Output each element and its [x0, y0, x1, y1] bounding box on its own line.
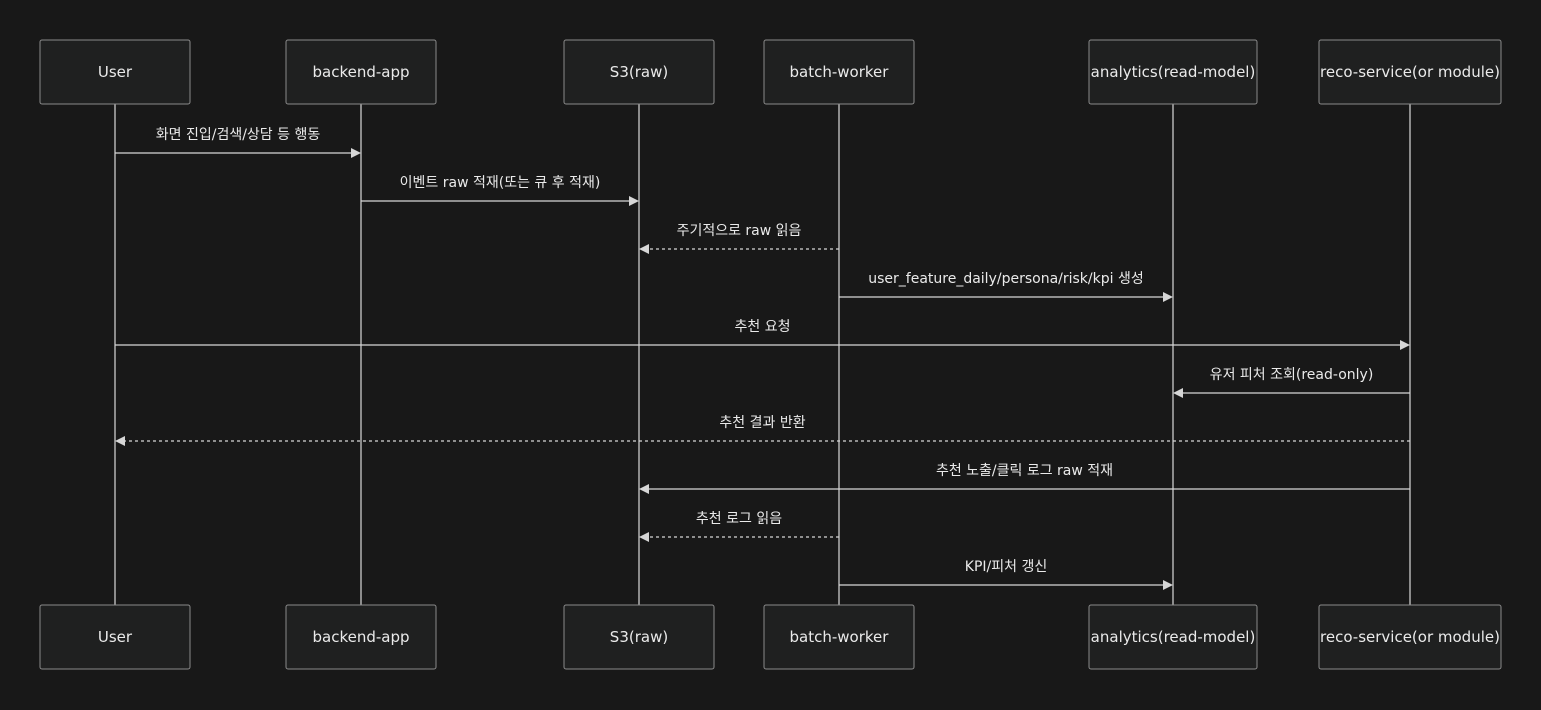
- message-4: user_feature_daily/persona/risk/kpi 생성: [839, 271, 1173, 302]
- participant-analytics-top: analytics(read-model): [1088, 39, 1258, 105]
- participant-label: S3(raw): [610, 628, 668, 646]
- message-2: 이벤트 raw 적재(또는 큐 후 적재): [361, 175, 639, 206]
- participant-backend-bottom: backend-app: [285, 604, 437, 670]
- participant-batch-top: batch-worker: [763, 39, 915, 105]
- message-1: 화면 진입/검색/상담 등 행동: [115, 127, 361, 158]
- arrowhead-icon: [629, 196, 639, 206]
- arrowhead-icon: [1163, 580, 1173, 590]
- participant-user-bottom: User: [39, 604, 191, 670]
- participant-label: analytics(read-model): [1091, 63, 1256, 81]
- message-9: 추천 로그 읽음: [639, 511, 839, 542]
- message-label: 추천 로그 읽음: [696, 511, 782, 527]
- arrowhead-icon: [639, 244, 649, 254]
- message-label: 화면 진입/검색/상담 등 행동: [156, 127, 321, 143]
- participant-label: User: [98, 63, 133, 81]
- arrowhead-icon: [1163, 292, 1173, 302]
- participant-box: [763, 604, 915, 670]
- message-label: 유저 피처 조회(read-only): [1210, 367, 1374, 383]
- participant-box: [563, 39, 715, 105]
- participant-box: [563, 604, 715, 670]
- participant-box: [39, 604, 191, 670]
- participant-analytics-bottom: analytics(read-model): [1088, 604, 1258, 670]
- participant-box: [285, 39, 437, 105]
- participant-label: reco-service(or module): [1320, 628, 1500, 646]
- message-3: 주기적으로 raw 읽음: [639, 223, 839, 254]
- participant-label: backend-app: [312, 63, 409, 81]
- participant-box: [1318, 604, 1502, 670]
- participant-label: analytics(read-model): [1091, 628, 1256, 646]
- participant-boxes: UserUserbackend-appbackend-appS3(raw)S3(…: [39, 39, 1502, 670]
- message-8: 추천 노출/클릭 로그 raw 적재: [639, 463, 1410, 494]
- participant-label: User: [98, 628, 133, 646]
- participant-box: [1318, 39, 1502, 105]
- participant-s3-top: S3(raw): [563, 39, 715, 105]
- arrowhead-icon: [1173, 388, 1183, 398]
- message-6: 유저 피처 조회(read-only): [1173, 367, 1410, 398]
- message-label: 추천 노출/클릭 로그 raw 적재: [936, 463, 1113, 479]
- participant-user-top: User: [39, 39, 191, 105]
- participant-box: [39, 39, 191, 105]
- message-5: 추천 요청: [115, 319, 1410, 350]
- participant-label: reco-service(or module): [1320, 63, 1500, 81]
- participant-reco-bottom: reco-service(or module): [1318, 604, 1502, 670]
- participant-reco-top: reco-service(or module): [1318, 39, 1502, 105]
- participant-backend-top: backend-app: [285, 39, 437, 105]
- message-label: KPI/피처 갱신: [965, 559, 1047, 575]
- participant-box: [1088, 604, 1258, 670]
- participant-s3-bottom: S3(raw): [563, 604, 715, 670]
- participant-box: [763, 39, 915, 105]
- participant-label: batch-worker: [790, 628, 890, 646]
- arrowhead-icon: [1400, 340, 1410, 350]
- message-label: 추천 요청: [735, 319, 791, 335]
- message-label: 이벤트 raw 적재(또는 큐 후 적재): [400, 175, 601, 191]
- arrowhead-icon: [639, 484, 649, 494]
- participant-label: batch-worker: [790, 63, 890, 81]
- message-label: 추천 결과 반환: [719, 415, 805, 431]
- message-10: KPI/피처 갱신: [839, 559, 1173, 590]
- message-7: 추천 결과 반환: [115, 415, 1410, 446]
- message-label: 주기적으로 raw 읽음: [677, 223, 802, 239]
- participant-label: S3(raw): [610, 63, 668, 81]
- arrowhead-icon: [639, 532, 649, 542]
- participant-label: backend-app: [312, 628, 409, 646]
- arrowhead-icon: [115, 436, 125, 446]
- arrowhead-icon: [351, 148, 361, 158]
- message-label: user_feature_daily/persona/risk/kpi 생성: [868, 271, 1143, 287]
- participant-box: [285, 604, 437, 670]
- participant-batch-bottom: batch-worker: [763, 604, 915, 670]
- participant-box: [1088, 39, 1258, 105]
- lifelines: [114, 104, 1411, 605]
